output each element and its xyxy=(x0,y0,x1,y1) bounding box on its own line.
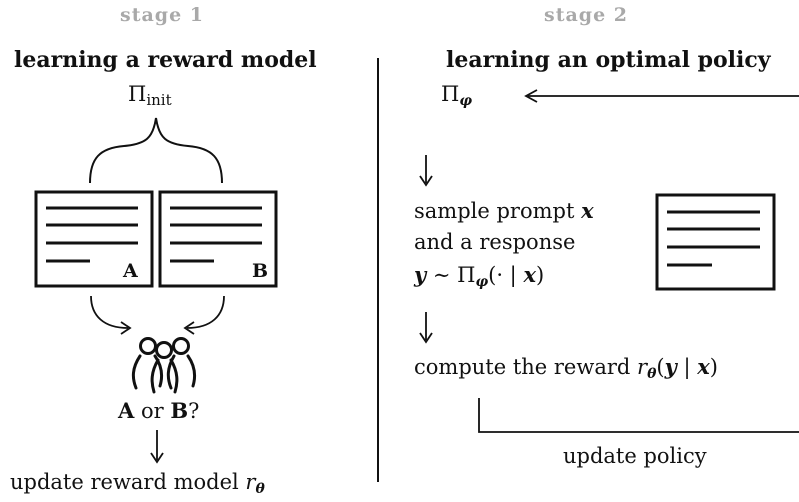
doc-a-label: A xyxy=(123,260,138,282)
compute-x: x xyxy=(697,354,710,379)
stage-1-label: stage 1 xyxy=(120,4,204,26)
stage-2-label: stage 2 xyxy=(544,4,628,26)
compute-open: ( xyxy=(656,355,665,379)
choice-q: ? xyxy=(188,399,200,423)
stage-2-title: learning an optimal policy xyxy=(446,47,771,73)
doc-b-label: B xyxy=(252,260,269,282)
choice-b: B xyxy=(170,398,189,423)
sample-line-3-args: (· | xyxy=(488,263,524,287)
feedback-loop-line xyxy=(478,398,799,433)
down-arrowhead-right-2 xyxy=(419,332,433,344)
update-reward-model: update reward model rθ xyxy=(10,470,265,497)
update-reward-r: r xyxy=(245,470,256,494)
policy-init-label: Πinit xyxy=(128,84,172,108)
compute-r: r xyxy=(637,355,648,379)
update-policy-label: update policy xyxy=(563,444,707,468)
sample-line-1: sample prompt x xyxy=(414,200,594,222)
choice-question: A or B? xyxy=(118,400,199,422)
policy-phi-sub: φ xyxy=(459,93,472,109)
feedback-arrowhead xyxy=(524,89,538,103)
policy-phi-base: Π xyxy=(441,82,460,106)
choice-a: A xyxy=(118,398,135,423)
stage-1-title: learning a reward model xyxy=(14,47,317,73)
compute-y: y xyxy=(664,354,677,379)
response-document xyxy=(655,193,776,291)
choice-or: or xyxy=(134,399,171,423)
sample-line-3: y ∼ Πφ(· | x) xyxy=(414,264,544,289)
sample-line-1-x: x xyxy=(581,198,594,223)
down-arrowhead-right-1 xyxy=(419,175,433,187)
sample-line-3-sim: ∼ Π xyxy=(426,263,476,287)
curved-arrow-from-b xyxy=(186,295,225,329)
compute-bar: | xyxy=(676,355,698,379)
policy-phi-label: Πφ xyxy=(441,82,472,109)
document-b xyxy=(158,190,278,288)
update-reward-theta: θ xyxy=(255,481,265,497)
sample-line-3-sub: φ xyxy=(475,274,489,290)
sample-line-1-text: sample prompt xyxy=(414,199,582,223)
sample-line-3-close: ) xyxy=(535,263,545,287)
arrowhead-a xyxy=(120,321,132,335)
sample-line-3-y: y xyxy=(414,262,427,287)
down-arrowhead-left xyxy=(150,452,164,464)
compute-close: ) xyxy=(709,355,718,379)
arrowhead-b xyxy=(183,321,195,335)
sample-line-2: and a response xyxy=(414,230,576,254)
compute-text: compute the reward xyxy=(414,355,638,379)
annotators-icon xyxy=(131,337,197,394)
document-a xyxy=(34,190,154,288)
compute-theta: θ xyxy=(647,366,657,382)
update-reward-text: update reward model xyxy=(10,470,246,494)
curved-arrow-from-a xyxy=(90,295,129,329)
policy-init-base: Π xyxy=(128,82,147,106)
sample-line-3-x: x xyxy=(523,262,536,287)
policy-init-sub: init xyxy=(146,91,172,109)
grouping-brace xyxy=(89,117,223,184)
compute-reward: compute the reward rθ(y | x) xyxy=(414,356,718,381)
